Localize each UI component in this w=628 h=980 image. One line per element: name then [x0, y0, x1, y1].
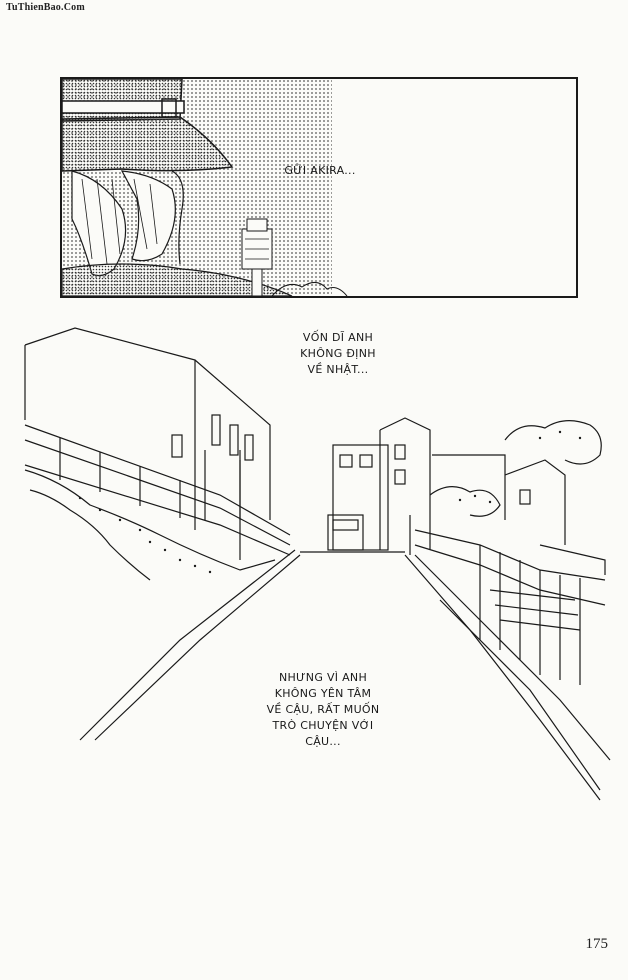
caption-bottom: NHƯNG VÌ ANH KHÔNG YÊN TÂM VỀ CẬU, RẤT M… — [248, 670, 398, 750]
street-illustration — [24, 327, 611, 801]
caption-middle-line-3: VỀ NHẬT... — [307, 363, 369, 376]
caption-bottom-line-3: VỀ CẬU, RẤT MUỐN — [266, 703, 380, 716]
caption-bottom-line-5: CẬU... — [305, 735, 341, 748]
caption-bottom-line-2: KHÔNG YÊN TÂM — [274, 687, 372, 700]
caption-bottom-line-1: NHƯNG VÌ ANH — [278, 671, 368, 684]
caption-middle-line-1: VỐN DĨ ANH — [302, 331, 374, 344]
street-scene — [0, 320, 628, 840]
caption-middle: VỐN DĨ ANH KHÔNG ĐỊNH VỀ NHẬT... — [288, 330, 388, 378]
page-number: 175 — [585, 936, 609, 952]
hat-figure-illustration — [62, 79, 348, 296]
caption-middle-line-2: KHÔNG ĐỊNH — [300, 347, 376, 360]
caption-top-panel: GỬI AKIRA... — [284, 164, 356, 177]
watermark: TuThienBao.Com — [6, 2, 85, 13]
caption-bottom-line-4: TRÒ CHUYỆN VỚI — [272, 719, 374, 732]
top-panel — [60, 77, 578, 298]
